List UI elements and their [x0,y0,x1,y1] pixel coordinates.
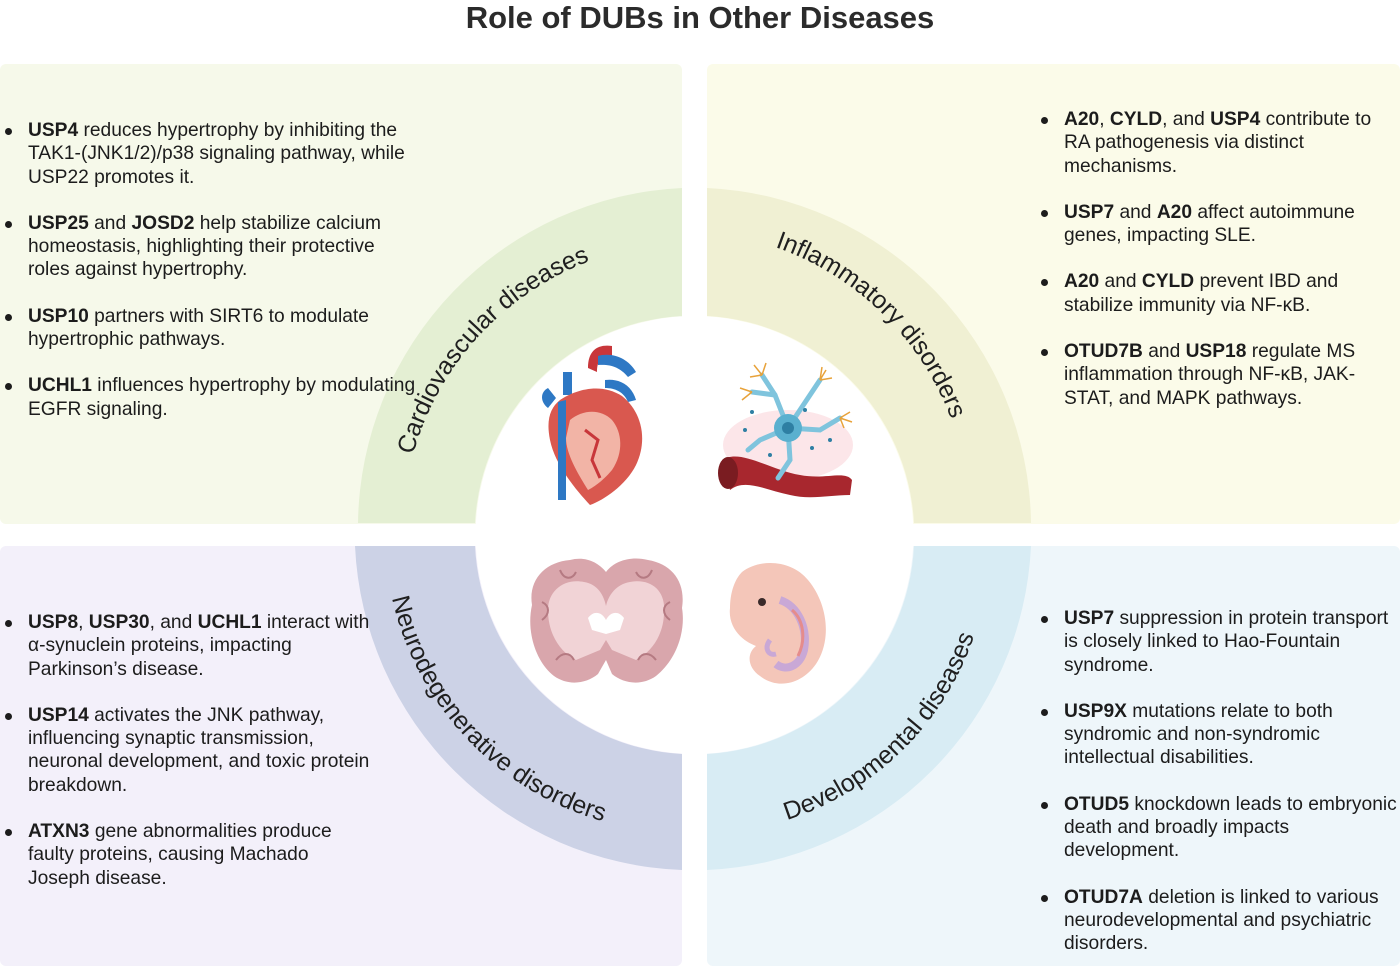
gene-name: A20 [1064,109,1100,130]
bullet-item: USP8, USP30, and UCHL1 interact with α-s… [0,611,372,681]
bullet-item: USP4 reduces hypertrophy by inhibiting t… [0,119,420,189]
bullet-text: and [88,212,132,234]
bullet-text: knockdown leads to embryonic death and b… [1064,793,1397,862]
inflammatory-ring [707,188,1031,523]
gene-name: A20 [1156,201,1193,223]
neuron-vessel-icon [718,362,853,498]
gene-name: USP18 [1185,341,1247,363]
bullet-text: suppression in protein transport is clos… [1064,608,1389,676]
bullet-text: , [1099,109,1110,130]
bullet-item: A20 and CYLD prevent IBD and stabilize i… [1036,270,1400,317]
bullet-item: USP7 suppression in protein transport is… [1036,607,1400,677]
developmental-bullets: USP7 suppression in protein transport is… [1036,607,1400,979]
gene-name: USP4 [1210,109,1261,130]
gene-name: CYLD [1109,109,1163,130]
developmental-ring [707,546,1031,870]
bullet-item: UCHL1 influences hypertrophy by modulati… [0,374,420,421]
bullet-text: contribute to RA pathogenesis via distin… [1064,109,1372,177]
gene-name: USP25 [28,212,89,234]
gene-name: USP14 [28,704,89,726]
gene-name: USP9X [1064,700,1127,722]
gene-name: UCHL1 [28,375,92,397]
gene-name: OTUD7B [1064,341,1143,363]
gene-name: CYLD [1141,271,1195,293]
bullet-item: ATXN3 gene abnormalities produce faulty … [0,820,372,890]
bullet-text: deletion is linked to various neurodevel… [1064,886,1379,955]
bullet-text: and [1114,201,1157,223]
bullet-item: USP7 and A20 affect autoimmune genes, im… [1036,201,1400,248]
gene-name: USP4 [28,120,79,141]
neurodegenerative-bullets: USP8, USP30, and UCHL1 interact with α-s… [0,611,372,913]
bullet-text: and [1099,271,1142,293]
bullet-text: , and [1162,109,1211,130]
gene-name: UCHL1 [197,612,262,633]
brain-section-icon [530,558,683,683]
bullet-item: OTUD7B and USP18 regulate MS inflammatio… [1036,340,1400,410]
bullet-item: USP9X mutations relate to both syndromic… [1036,700,1400,770]
gene-name: ATXN3 [28,821,90,843]
diagram-title: Role of DUBs in Other Diseases [465,0,935,35]
cardiovascular-bullets: USP4 reduces hypertrophy by inhibiting t… [0,119,420,444]
embryo-icon [729,562,826,684]
gene-name: OTUD5 [1064,793,1130,815]
bullet-text: interact with α-synuclein proteins, impa… [28,612,370,680]
bullet-item: OTUD7A deletion is linked to various neu… [1036,886,1400,956]
bullet-item: A20, CYLD, and USP4 contribute to RA pat… [1036,108,1400,178]
bullet-item: OTUD5 knockdown leads to embryonic death… [1036,793,1400,863]
bullet-text: partners with SIRT6 to modulate hypertro… [28,305,369,351]
gene-name: USP7 [1064,608,1115,629]
gene-name: OTUD7A [1064,886,1143,908]
bullet-text: activates the JNK pathway, influencing s… [28,704,370,796]
heart-icon [542,345,643,505]
bullet-text: gene abnormalities produce faulty protei… [28,821,332,889]
cardiovascular-ring [358,188,682,523]
gene-name: USP30 [88,612,150,633]
neurodegenerative-ring [355,546,682,870]
inflammatory-bullets: A20, CYLD, and USP4 contribute to RA pat… [1036,108,1400,433]
bullet-text: help stabilize calcium homeostasis, high… [28,212,382,281]
gene-name: A20 [1064,271,1100,293]
gene-name: JOSD2 [131,212,195,234]
gene-name: USP8 [28,612,79,633]
bullet-text: and [1142,341,1186,363]
bullet-item: USP10 partners with SIRT6 to modulate hy… [0,305,420,352]
bullet-text: reduces hypertrophy by inhibiting the TA… [28,120,405,188]
bullet-text: prevent IBD and stabilize immunity via N… [1064,271,1339,316]
bullet-text: , [78,612,89,633]
gene-name: USP7 [1064,201,1115,223]
gene-name: USP10 [28,305,89,327]
bullet-item: USP14 activates the JNK pathway, influen… [0,704,372,797]
bullet-text: influences hypertrophy by modulating EGF… [28,375,416,420]
bullet-text: affect autoimmune genes, impacting SLE. [1064,201,1355,247]
bullet-item: USP25 and JOSD2 help stabilize calcium h… [0,212,420,282]
bullet-text: regulate MS inflammation through NF-κB, … [1064,341,1356,409]
bullet-text: , and [149,612,198,633]
bullet-text: mutations relate to both syndromic and n… [1064,700,1333,769]
